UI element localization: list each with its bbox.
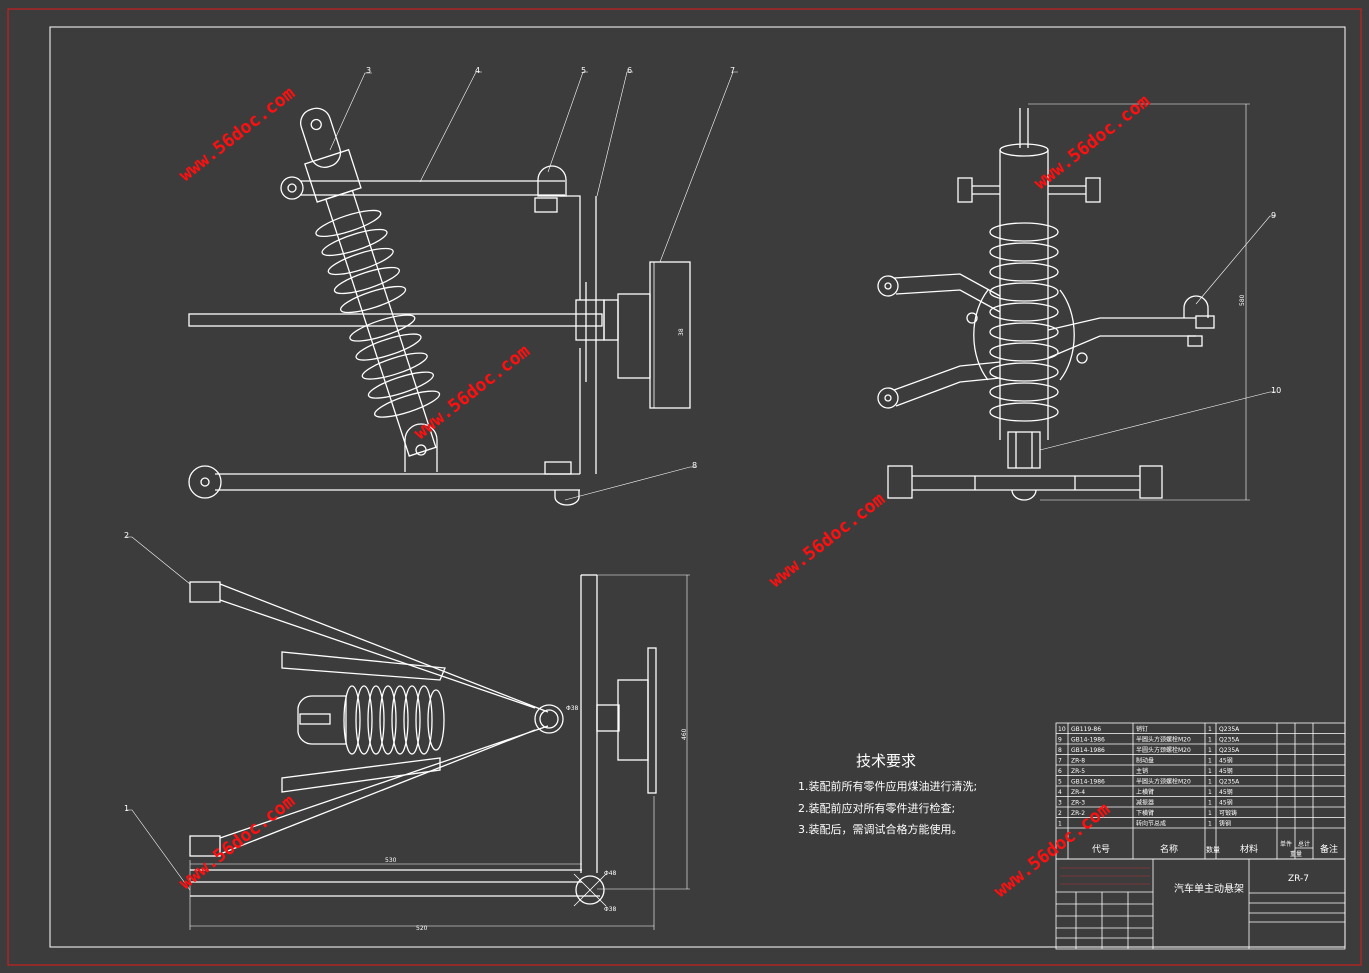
bom-cell-name: 主销 (1136, 767, 1148, 775)
bom-cell-material: 可锻铸 (1219, 809, 1237, 817)
watermark: www.56doc.com (410, 341, 534, 444)
bom-cell-material: 45钢 (1219, 788, 1233, 796)
bom-cell-qty: 1 (1208, 800, 1212, 807)
bom-cell-material: 45钢 (1219, 799, 1233, 807)
front-hub-dim: 38 (678, 328, 685, 336)
balloon-9: 9 (1271, 211, 1276, 220)
watermarks: www.56doc.com www.56doc.com www.56doc.co… (175, 83, 1154, 902)
bom-cell-no: 1 (1058, 821, 1062, 828)
bom-header-code: 代号 (1092, 844, 1110, 855)
bom-cell-code: GB119-86 (1071, 726, 1101, 733)
top-dia3-dim: Φ38 (604, 906, 617, 913)
bom-cell-code: ZR-4 (1071, 789, 1085, 796)
bom-cell-name: 减振器 (1136, 799, 1154, 807)
bom-cell-no: 5 (1058, 779, 1062, 786)
bom-cell-material: 45钢 (1219, 757, 1233, 765)
front-leaders: 3 4 5 6 7 8 (329, 66, 738, 501)
bom-cell-no: 9 (1058, 737, 1062, 744)
outer-border (7, 8, 1362, 966)
bom-cell-material: Q235A (1219, 747, 1240, 754)
bom-cell-code: GB14-1986 (1071, 779, 1105, 786)
bom-header-unit: 单件 (1280, 840, 1292, 848)
top-height-dim: 460 (681, 728, 688, 740)
requirements-title: 技术要求 (856, 752, 916, 770)
top-len2-dim: 520 (416, 925, 428, 932)
bom-header-note: 备注 (1320, 843, 1338, 855)
bom-cell-no: 7 (1058, 758, 1062, 765)
bom-cell-qty: 1 (1208, 789, 1212, 796)
bom-cell-qty: 1 (1208, 821, 1212, 828)
front-view: 38 (188, 107, 691, 506)
balloon-10: 10 (1271, 386, 1281, 395)
drawing-number: ZR-7 (1288, 874, 1309, 884)
bom-cell-material: 铸钢 (1219, 820, 1231, 828)
bom-cell-qty: 1 (1208, 737, 1212, 744)
technical-requirements: 技术要求 1.装配前所有零件应用煤油进行清洗; 2.装配前应对所有零件进行检查;… (798, 752, 977, 836)
requirement-2: 2.装配前应对所有零件进行检查; (798, 801, 955, 815)
bom-cell-no: 10 (1058, 726, 1066, 733)
side-view: 580 9 10 (877, 103, 1281, 501)
bom-cell-qty: 1 (1208, 779, 1212, 786)
bom-cell-qty: 1 (1208, 758, 1212, 765)
bom-header-total: 总计 (1298, 840, 1310, 848)
balloon-3: 3 (366, 66, 371, 75)
side-height-dim: 580 (1239, 294, 1246, 306)
bom-header-name: 名称 (1160, 843, 1178, 855)
balloon-2: 2 (124, 531, 129, 540)
bom-cell-qty: 1 (1208, 726, 1212, 733)
bom-cell-code: ZR-8 (1071, 758, 1085, 765)
bom-cell-qty: 1 (1208, 768, 1212, 775)
bom-cell-code: ZR-3 (1071, 800, 1085, 807)
bom-cell-code: ZR-5 (1071, 768, 1085, 775)
top-dia1-dim: Φ38 (566, 705, 579, 712)
watermark: www.56doc.com (175, 791, 299, 894)
top-view: 530 520 460 Φ38 Φ48 Φ38 2 1 (124, 531, 690, 932)
watermark: www.56doc.com (765, 489, 889, 592)
bom-cell-material: Q235A (1219, 737, 1240, 744)
inner-border (49, 26, 1346, 948)
balloon-4: 4 (475, 66, 480, 75)
drawing-name: 汽车单主动悬架 (1174, 882, 1244, 895)
bom-cell-code: GB14-1986 (1071, 747, 1105, 754)
bom-header-weight: 重量 (1290, 850, 1302, 858)
bom-cell-code: ZR-2 (1071, 810, 1085, 817)
bom-cell-name: 转向节总成 (1136, 820, 1166, 828)
balloon-5: 5 (581, 66, 586, 75)
bom-cell-material: 45钢 (1219, 767, 1233, 775)
balloon-7: 7 (730, 66, 735, 75)
bom-cell-no: 8 (1058, 747, 1062, 754)
bom-cell-name: 半圆头方颈螺栓M20 (1136, 746, 1191, 754)
top-dia2-dim: Φ48 (604, 870, 617, 877)
bom-cell-name: 制动盘 (1136, 757, 1154, 765)
bom-cell-name: 半圆头方颈螺栓M20 (1136, 778, 1191, 786)
bom-cell-name: 下横臂 (1136, 809, 1154, 817)
bom-cell-qty: 1 (1208, 747, 1212, 754)
requirement-1: 1.装配前所有零件应用煤油进行清洗; (798, 779, 977, 793)
balloon-1: 1 (124, 804, 129, 813)
requirement-3: 3.装配后，需调试合格方能使用。 (798, 822, 963, 836)
bom-cell-material: Q235A (1219, 726, 1240, 733)
bom-cell-name: 半圆头方颈螺栓M20 (1136, 736, 1191, 744)
bom-header-qty: 数量 (1206, 845, 1220, 854)
balloon-8: 8 (692, 461, 697, 470)
bom-cell-no: 2 (1058, 810, 1062, 817)
top-len1-dim: 530 (385, 857, 397, 864)
bom-cell-no: 3 (1058, 800, 1062, 807)
bom-cell-name: 上横臂 (1136, 788, 1154, 796)
bom-cell-no: 4 (1058, 789, 1062, 796)
watermark: www.56doc.com (175, 83, 299, 186)
bom-cell-no: 6 (1058, 768, 1062, 775)
bom-cell-qty: 1 (1208, 810, 1212, 817)
bom-cell-code: GB14-1986 (1071, 737, 1105, 744)
bom-cell-name: 销钉 (1136, 725, 1148, 733)
balloon-6: 6 (627, 66, 632, 75)
bom-header-material: 材料 (1240, 843, 1258, 855)
bom-cell-material: Q235A (1219, 779, 1240, 786)
